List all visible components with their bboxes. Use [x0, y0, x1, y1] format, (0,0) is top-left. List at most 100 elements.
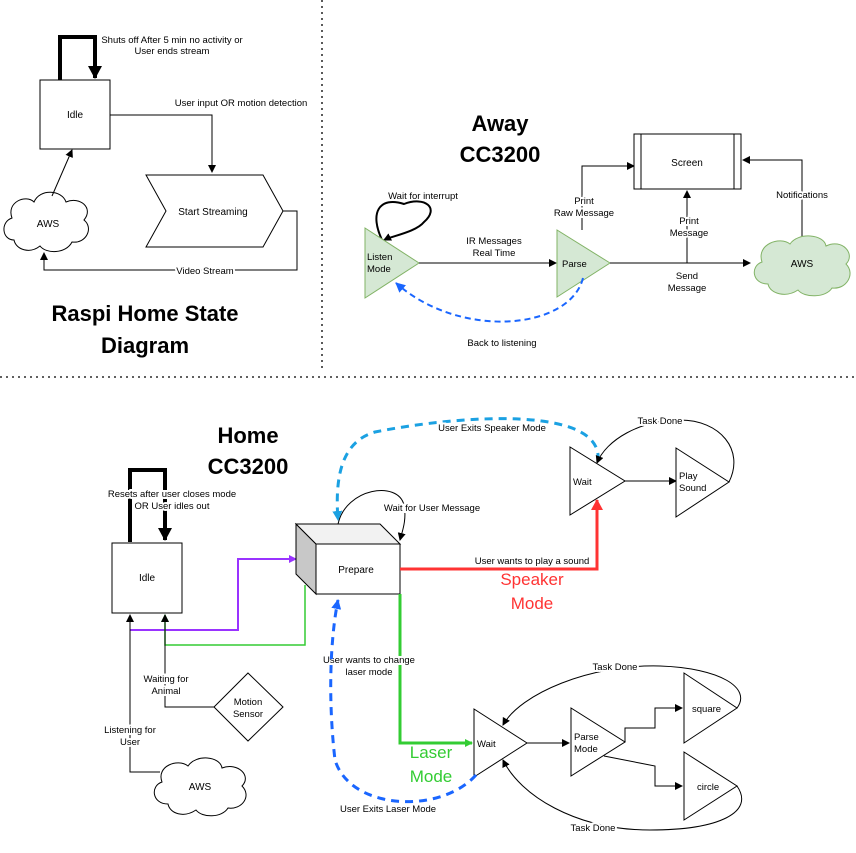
- home-exit-laser-label: User Exits Laser Mode: [340, 804, 436, 815]
- away-print-raw-label-2: Raw Message: [554, 208, 614, 219]
- away-wait-interrupt-label: Wait for interrupt: [388, 191, 458, 202]
- home-parse-to-square-edge: [624, 704, 683, 742]
- raspi-idle-to-stream-edge: [110, 114, 216, 173]
- home-exit-laser-edge: [329, 599, 478, 804]
- home-speaker-task-done-label: Task Done: [638, 416, 683, 427]
- home-title-line-2: CC3200: [208, 454, 289, 479]
- away-screen-label: Screen: [671, 158, 703, 169]
- raspi-idle-label: Idle: [67, 110, 84, 121]
- away-listen-mode-state: [364, 227, 420, 299]
- raspi-video-stream-label: Video Stream: [176, 266, 233, 277]
- home-circle-state: [683, 751, 738, 821]
- home-motion-sensor-node: [213, 672, 284, 742]
- home-laser-wait-label: Wait: [477, 739, 496, 750]
- home-waiting-animal-label-2: Animal: [151, 686, 180, 697]
- away-print-msg-label-2: Message: [670, 228, 709, 239]
- home-parse-mode-state: [570, 707, 626, 777]
- home-exit-speaker-label: User Exits Speaker Mode: [438, 423, 546, 434]
- away-aws-label: AWS: [791, 259, 814, 270]
- home-title-line-1: Home: [217, 423, 278, 448]
- raspi-start-streaming-label: Start Streaming: [178, 207, 247, 218]
- away-section: Away CC3200 Wait for interrupt Listen Mo…: [364, 111, 851, 351]
- home-speaker-wait-state: [569, 446, 626, 516]
- home-motion-to-idle-edge: [161, 614, 214, 708]
- home-section: Home CC3200 Resets after user closes mod…: [102, 414, 743, 836]
- raspi-aws-cloud: [3, 191, 89, 252]
- home-waiting-animal-label-1: Waiting for: [143, 674, 188, 685]
- away-title-line-1: Away: [471, 111, 529, 136]
- home-aws-label: AWS: [189, 782, 212, 793]
- home-speaker-mode-label-2: Mode: [511, 594, 554, 613]
- home-play-sound-state: [675, 447, 730, 518]
- away-print-raw-edge: [581, 162, 635, 230]
- home-resets-label-2: OR User idles out: [135, 501, 210, 512]
- home-listening-label-1: Listening for: [104, 725, 156, 736]
- home-laser-change-label-2: laser mode: [346, 667, 393, 678]
- home-resets-label-1: Resets after user closes mode: [108, 489, 236, 500]
- away-print-raw-label-1: Print: [574, 196, 594, 207]
- home-play-label-1: Play: [679, 471, 698, 482]
- home-wait-message-loop: [337, 490, 406, 541]
- home-laser-mode-label-1: Laser: [410, 743, 453, 762]
- home-prepare-state: [315, 543, 401, 595]
- home-motion-label-2: Sensor: [233, 709, 263, 720]
- raspi-idle-self-loop: [58, 35, 102, 80]
- away-ir-label-1: IR Messages: [466, 236, 522, 247]
- away-wait-interrupt-loop: [375, 200, 432, 243]
- home-parse-label-1: Parse: [574, 732, 599, 743]
- home-idle-label: Idle: [139, 573, 156, 584]
- raspi-aws-to-idle-edge: [51, 149, 73, 197]
- home-exit-speaker-edge: [332, 417, 600, 521]
- home-motion-label-1: Motion: [234, 697, 263, 708]
- home-idle-to-prepare-purple-edge: [130, 555, 297, 631]
- away-notifications-edge: [742, 156, 803, 238]
- away-notifications-label: Notifications: [776, 190, 828, 201]
- away-ir-label-2: Real Time: [473, 248, 516, 259]
- home-aws-to-idle-edge: [126, 614, 160, 773]
- home-aws-cloud: [153, 757, 247, 817]
- away-listen-label-2: Mode: [367, 264, 391, 275]
- home-play-sound-red-edge: [400, 499, 603, 571]
- home-play-label-2: Sound: [679, 483, 706, 494]
- home-parse-label-2: Mode: [574, 744, 598, 755]
- raspi-shutoff-label-2: User ends stream: [135, 46, 210, 57]
- home-circle-task-done-label: Task Done: [571, 823, 616, 834]
- raspi-idle-state: [39, 79, 111, 150]
- home-square-task-done-edge: [502, 665, 742, 726]
- home-speaker-wait-label: Wait: [573, 477, 592, 488]
- away-send-label-2: Message: [668, 283, 707, 294]
- raspi-title-line-2: Diagram: [101, 333, 189, 358]
- raspi-aws-label: AWS: [37, 219, 60, 230]
- raspi-start-streaming-state: [145, 174, 284, 248]
- home-listening-label-2: User: [120, 737, 140, 748]
- raspi-shutoff-label-1: Shuts off After 5 min no activity or: [101, 35, 242, 46]
- home-square-task-done-label: Task Done: [593, 662, 638, 673]
- away-back-label: Back to listening: [467, 338, 536, 349]
- away-back-to-listening-edge: [395, 277, 584, 323]
- home-laser-wait-state: [473, 708, 528, 778]
- raspi-video-stream-edge: [40, 210, 298, 271]
- away-listen-label-1: Listen: [367, 252, 392, 263]
- home-laser-change-label-1: User wants to change: [323, 655, 415, 666]
- home-circle-task-done-edge: [502, 759, 743, 831]
- home-idle-self-loop: [128, 468, 172, 542]
- raspi-section: Shuts off After 5 min no activity or Use…: [3, 35, 308, 358]
- home-parse-to-circle-edge: [603, 755, 683, 790]
- home-speaker-mode-label-1: Speaker: [500, 570, 564, 589]
- home-speaker-task-done-edge: [595, 419, 735, 483]
- home-square-label: square: [692, 704, 721, 715]
- away-send-label-1: Send: [676, 271, 698, 282]
- raspi-title-line-1: Raspi Home State: [51, 301, 238, 326]
- home-circle-label: circle: [697, 782, 719, 793]
- raspi-user-input-label: User input OR motion detection: [175, 98, 308, 109]
- home-square-state: [683, 672, 738, 744]
- home-play-sound-label: User wants to play a sound: [475, 556, 590, 567]
- away-print-msg-label-1: Print: [679, 216, 699, 227]
- home-idle-state: [111, 542, 183, 614]
- away-parse-state: [556, 229, 611, 298]
- away-aws-cloud: [753, 235, 851, 297]
- home-laser-mode-label-2: Mode: [410, 767, 453, 786]
- home-laser-change-green-edge: [398, 594, 473, 747]
- home-prepare-label: Prepare: [338, 565, 374, 576]
